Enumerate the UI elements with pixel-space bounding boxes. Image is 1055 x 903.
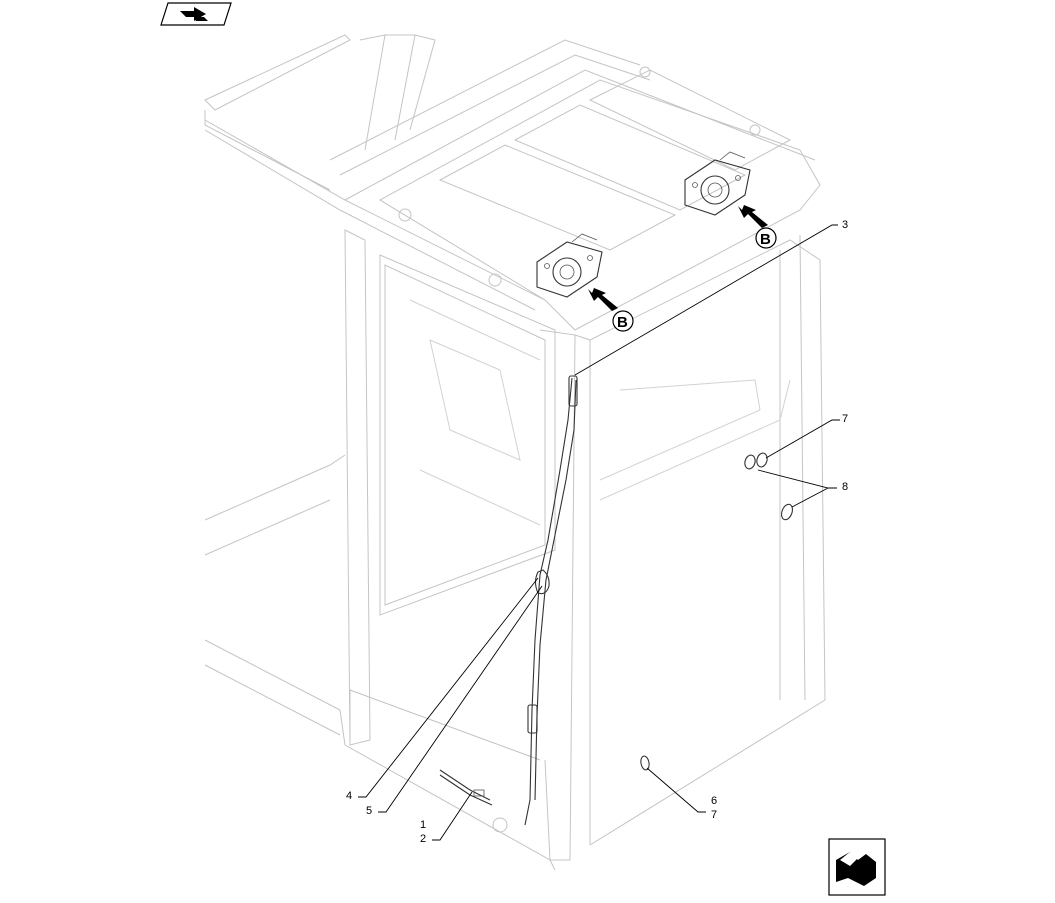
callout-1: 1 [420, 819, 426, 831]
next-page-button[interactable] [828, 838, 886, 896]
view-arrow-front [588, 288, 634, 332]
back-arrow-icon [160, 2, 232, 26]
callout-7-lower: 7 [711, 809, 717, 821]
view-marker-b-front: B [617, 314, 628, 331]
callout-7-upper: 7 [842, 413, 848, 425]
plug-lower [640, 755, 650, 771]
callout-8: 8 [842, 481, 848, 493]
cab-body-outline [204, 34, 826, 871]
callout-4: 4 [346, 790, 352, 802]
roof-fan-rear [684, 151, 751, 216]
leader-lines [358, 224, 840, 841]
grommet-single [781, 503, 793, 521]
antenna-cable [439, 375, 578, 826]
callout-5: 5 [366, 805, 372, 817]
forward-arrow-icon [828, 838, 886, 896]
grommet-pair [744, 452, 768, 470]
callout-3: 3 [842, 219, 848, 231]
previous-page-button[interactable] [160, 2, 232, 26]
callout-6: 6 [711, 795, 717, 807]
view-marker-b-rear: B [760, 231, 771, 248]
view-arrow-rear [738, 205, 777, 249]
roof-fan-front [536, 233, 603, 298]
callout-2: 2 [420, 833, 426, 845]
